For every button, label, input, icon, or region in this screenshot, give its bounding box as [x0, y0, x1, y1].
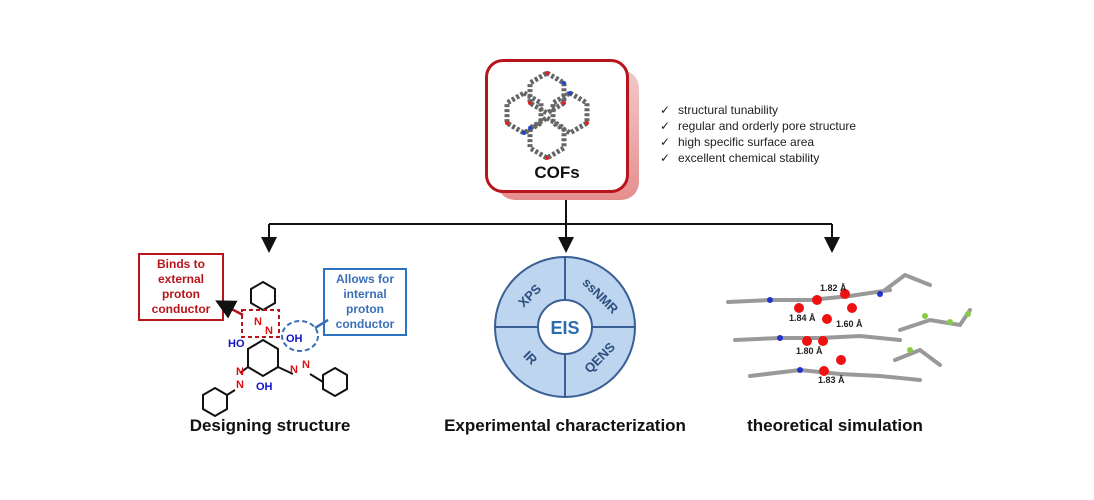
property-item: ✓regular and orderly pore structure — [660, 119, 857, 133]
oh-label: OH — [256, 381, 273, 393]
molecule-structure: N N HO OH OH N N N N — [202, 280, 348, 418]
distance-label: 1.82 Å — [820, 283, 847, 293]
check-icon: ✓ — [660, 119, 671, 133]
distance-label: 1.83 Å — [818, 375, 845, 385]
simulation-model-image: 1.82 Å 1.84 Å 1.60 Å 1.80 Å 1.83 Å — [726, 272, 972, 385]
section-title-theoretical: theoretical simulation — [747, 416, 923, 435]
cof-framework-image — [504, 70, 590, 161]
center-label-eis: EIS — [550, 318, 579, 338]
check-icon: ✓ — [660, 135, 671, 149]
characterization-wheel: EIS XPS ssNMR IR QENS — [494, 256, 636, 398]
section-title-experimental: Experimental characterization — [444, 416, 686, 435]
n-label: N — [236, 366, 244, 378]
center-circle — [537, 299, 593, 355]
central-ring — [247, 338, 279, 378]
distance-label: 1.60 Å — [836, 319, 863, 329]
distance-label: 1.84 Å — [789, 313, 816, 323]
arrow-to-external — [215, 300, 244, 319]
property-item: ✓structural tunability — [660, 103, 779, 117]
highlight-box-azo — [241, 309, 280, 338]
callout-external: Binds to external proton conductor — [138, 253, 224, 321]
property-item: ✓high specific surface area — [660, 135, 815, 149]
phenyl-ring-top — [250, 280, 276, 312]
n-label: N — [265, 325, 273, 337]
phenyl-ring-right — [322, 366, 348, 398]
n-label: N — [236, 379, 244, 391]
callout-internal: Allows for internal proton conductor — [323, 268, 407, 336]
distance-label: 1.80 Å — [796, 346, 823, 356]
n-label: N — [290, 364, 298, 376]
n-label: N — [254, 316, 262, 328]
property-item: ✓excellent chemical stability — [660, 151, 820, 165]
cofs-title: COFs — [534, 163, 580, 182]
arrow-to-internal — [314, 318, 329, 330]
oh-label: OH — [286, 333, 303, 345]
check-icon: ✓ — [660, 103, 671, 117]
phenyl-ring-left — [202, 386, 228, 418]
check-icon: ✓ — [660, 151, 671, 165]
ho-label: HO — [228, 338, 245, 350]
n-label: N — [302, 359, 310, 371]
properties-list: ✓structural tunability ✓regular and orde… — [660, 102, 856, 166]
section-title-designing: Designing structure — [189, 416, 351, 435]
highlight-ellipse-oh — [281, 320, 319, 352]
